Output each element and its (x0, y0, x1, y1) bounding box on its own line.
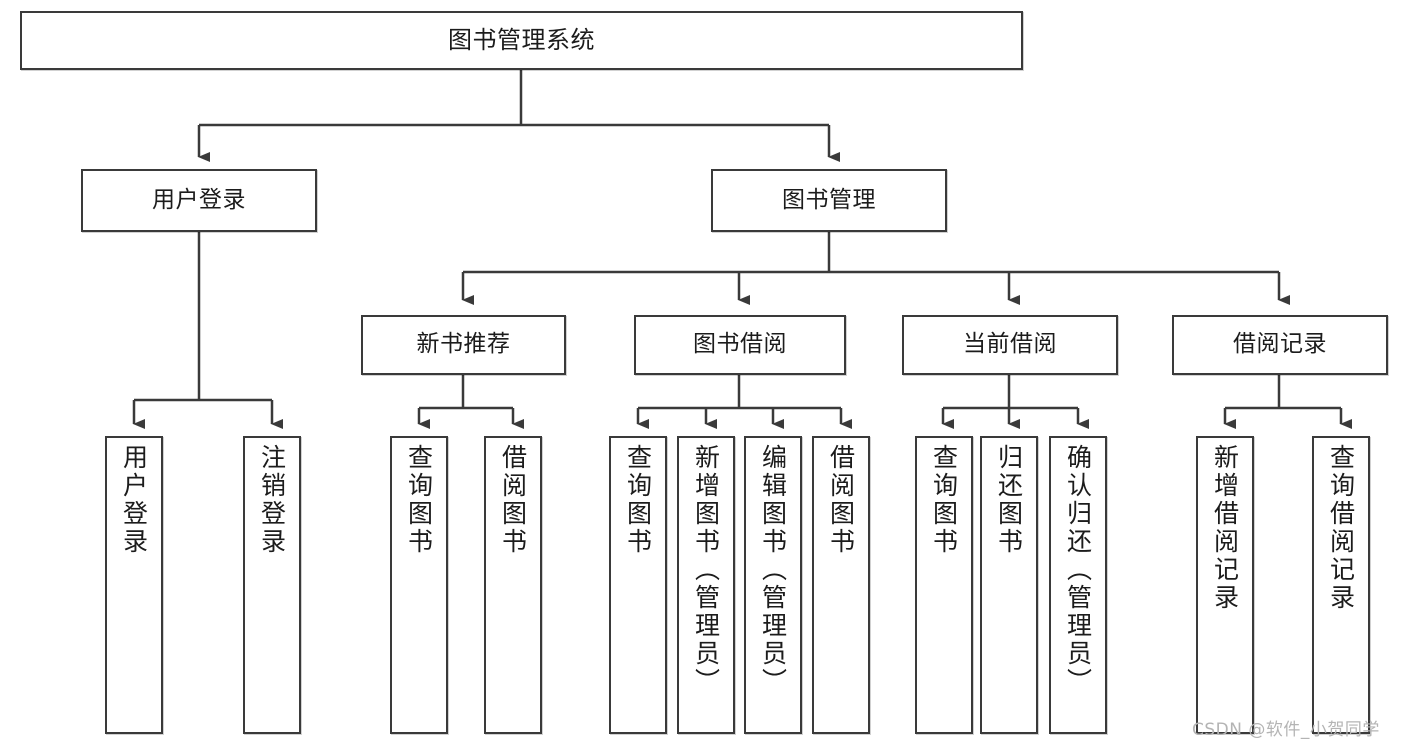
node-label: 借阅记录 (1233, 331, 1327, 358)
node-label: 新书推荐 (416, 331, 511, 358)
leaf-user-login[interactable]: 用户登录 (105, 436, 163, 734)
node-root-system[interactable]: 图书管理系统 (20, 11, 1023, 70)
node-label: 用户登录 (119, 444, 149, 556)
leaf-query-record[interactable]: 查询借阅记录 (1312, 436, 1370, 734)
node-label: 查询图书 (929, 444, 959, 556)
node-label: 归还图书 (994, 444, 1024, 556)
node-label: 图书管理系统 (448, 26, 595, 55)
leaf-confirm-return[interactable]: 确认归还（管理员） (1049, 436, 1107, 734)
node-label: 借阅图书 (826, 444, 856, 556)
leaf-query-book-1[interactable]: 查询图书 (390, 436, 448, 734)
node-book-borrow[interactable]: 图书借阅 (634, 315, 846, 375)
node-label: 新增借阅记录 (1210, 444, 1240, 612)
node-label: 查询借阅记录 (1326, 444, 1356, 612)
leaf-borrow-book-2[interactable]: 借阅图书 (812, 436, 870, 734)
leaf-return-book[interactable]: 归还图书 (980, 436, 1038, 734)
node-label: 借阅图书 (498, 444, 528, 556)
node-label: 图书借阅 (693, 331, 787, 358)
leaf-borrow-book-1[interactable]: 借阅图书 (484, 436, 542, 734)
leaf-query-book-3[interactable]: 查询图书 (915, 436, 973, 734)
leaf-add-book[interactable]: 新增图书（管理员） (677, 436, 735, 734)
node-book-manage[interactable]: 图书管理 (711, 169, 947, 232)
node-label: 当前借阅 (963, 331, 1057, 358)
node-label: 确认归还（管理员） (1063, 444, 1093, 696)
csdn-watermark: CSDN @软件_小贺同学 (1192, 720, 1380, 740)
leaf-add-record[interactable]: 新增借阅记录 (1196, 436, 1254, 734)
node-new-book-recommend[interactable]: 新书推荐 (361, 315, 566, 375)
node-user-login[interactable]: 用户登录 (81, 169, 317, 232)
node-label: 新增图书（管理员） (691, 444, 721, 696)
node-label: 编辑图书（管理员） (758, 444, 788, 696)
leaf-edit-book[interactable]: 编辑图书（管理员） (744, 436, 802, 734)
node-label: 用户登录 (152, 186, 246, 213)
node-label: 图书管理 (782, 186, 876, 213)
leaf-user-logout[interactable]: 注销登录 (243, 436, 301, 734)
node-label: 查询图书 (623, 444, 653, 556)
node-borrow-record[interactable]: 借阅记录 (1172, 315, 1388, 375)
node-label: 查询图书 (404, 444, 434, 556)
leaf-query-book-2[interactable]: 查询图书 (609, 436, 667, 734)
node-label: 注销登录 (257, 444, 287, 556)
node-current-borrow[interactable]: 当前借阅 (902, 315, 1118, 375)
